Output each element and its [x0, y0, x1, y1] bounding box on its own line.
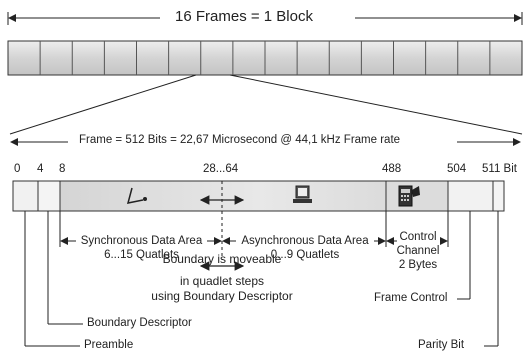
sync-area-range: 6...15 Quatlets [104, 249, 179, 261]
parity-bit-label: Parity Bit [418, 339, 465, 351]
control-channel-line3: 2 Bytes [398, 259, 438, 271]
computer-icon [293, 185, 312, 203]
bit-label-boundary: 28...64 [203, 163, 239, 175]
frame-bar [12, 180, 505, 260]
callout-lines [24, 211, 499, 347]
async-area-title: Asynchronous Data Area [241, 235, 369, 247]
frame-control-label: Frame Control [374, 292, 448, 304]
microphone-icon [126, 187, 147, 204]
frame-control-segment [447, 180, 494, 212]
remote-control-icon [398, 185, 420, 207]
control-channel-line1: Control [399, 231, 437, 243]
async-area-range: 0...9 Quatlets [270, 249, 340, 261]
bit-label-504: 504 [447, 163, 467, 175]
frame-title: Frame = 512 Bits = 22,67 Microsecond @ 4… [79, 134, 401, 146]
control-channel-line2: Channel [396, 245, 440, 257]
boundary-note-line2: in quadlet steps [179, 274, 265, 288]
bit-label-8: 8 [59, 163, 66, 175]
boundary-descriptor-label: Boundary Descriptor [87, 317, 192, 329]
bit-label-0: 0 [14, 163, 21, 175]
preamble-label: Preamble [84, 339, 134, 351]
bit-label-511: 511 Bit [482, 163, 517, 175]
control-channel-segment [385, 180, 449, 212]
boundary-note-line1: Boundary is moveable [162, 252, 282, 266]
zoom-lines [9, 74, 523, 135]
area-arrows [59, 211, 449, 271]
block-title: 16 Frames = 1 Block [175, 8, 313, 25]
preamble-segment [12, 180, 39, 212]
boundary-descriptor-segment [37, 180, 61, 212]
block-bar [7, 40, 523, 76]
boundary-note-line3: using Boundary Descriptor [151, 289, 293, 303]
frame-dividers [39, 41, 491, 75]
bit-label-488: 488 [382, 163, 402, 175]
parity-bit-segment [492, 180, 505, 212]
sync-area-title: Synchronous Data Area [80, 235, 203, 247]
block-dimension-arrow [7, 12, 523, 25]
bit-label-4: 4 [37, 163, 44, 175]
